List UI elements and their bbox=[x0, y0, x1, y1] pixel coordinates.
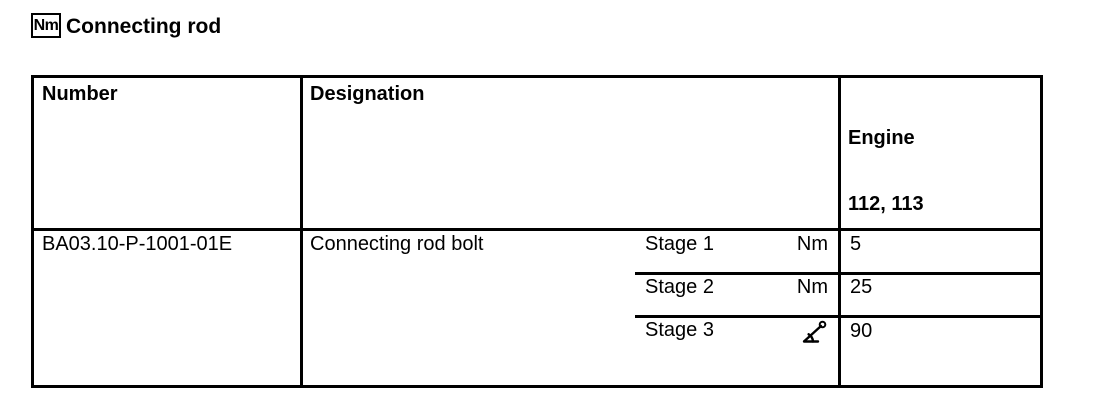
stage-divider-2 bbox=[635, 315, 1040, 318]
table-divider-designation-engine bbox=[838, 78, 841, 385]
stage-row: Stage 2 Nm bbox=[645, 276, 828, 298]
torque-nm-icon: Nm bbox=[31, 13, 61, 38]
stage-unit: Nm bbox=[796, 276, 828, 298]
cell-number: BA03.10-P-1001-01E bbox=[42, 233, 233, 255]
torque-spec-table: Number Designation Engine 112, 113 BA03.… bbox=[31, 75, 1043, 388]
stage-value: 90 bbox=[850, 320, 873, 342]
torque-nm-icon-label: Nm bbox=[33, 16, 59, 34]
angle-degree-icon bbox=[801, 319, 828, 345]
column-header-number: Number bbox=[42, 83, 118, 105]
stage-value: 25 bbox=[850, 276, 873, 298]
column-header-engine-line1: Engine bbox=[848, 127, 915, 149]
table-divider-number-designation bbox=[300, 78, 303, 385]
stage-row: Stage 3 bbox=[645, 319, 828, 345]
column-header-engine: Engine 112, 113 bbox=[848, 83, 924, 259]
stage-label: Stage 1 bbox=[645, 233, 714, 255]
table-header-bottom-border bbox=[34, 228, 1040, 231]
stage-row: Stage 1 Nm bbox=[645, 233, 828, 255]
column-header-designation: Designation bbox=[310, 83, 425, 105]
column-header-engine-line2: 112, 113 bbox=[848, 193, 924, 215]
cell-designation: Connecting rod bolt bbox=[310, 233, 484, 255]
stage-label: Stage 3 bbox=[645, 319, 714, 341]
page-title: Connecting rod bbox=[66, 15, 222, 38]
stage-value: 5 bbox=[850, 233, 862, 255]
stage-label: Stage 2 bbox=[645, 276, 714, 298]
stage-divider-1 bbox=[635, 272, 1040, 275]
stage-unit: Nm bbox=[796, 233, 828, 255]
